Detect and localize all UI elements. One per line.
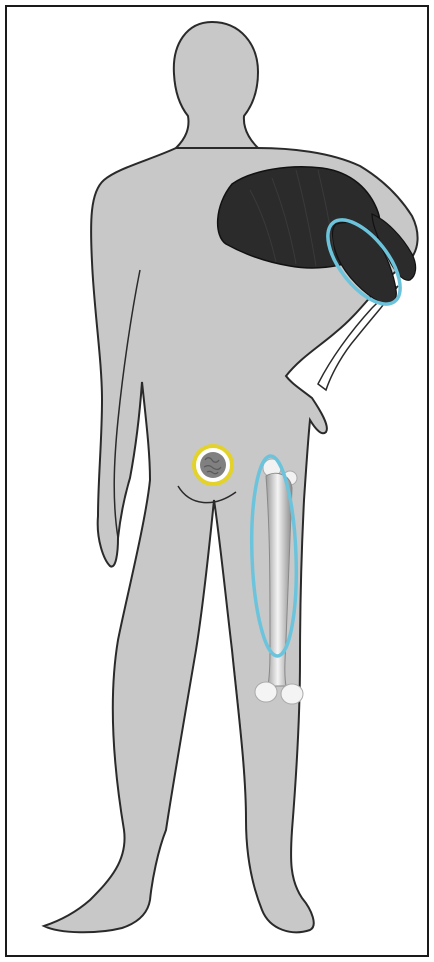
bone-marrow-sample: [194, 446, 232, 484]
femur-condyle-left: [255, 682, 277, 702]
body-silhouette: [44, 22, 418, 932]
head: [174, 22, 258, 148]
femur-condyle-right: [281, 684, 303, 704]
marrow-texture: [200, 452, 226, 478]
